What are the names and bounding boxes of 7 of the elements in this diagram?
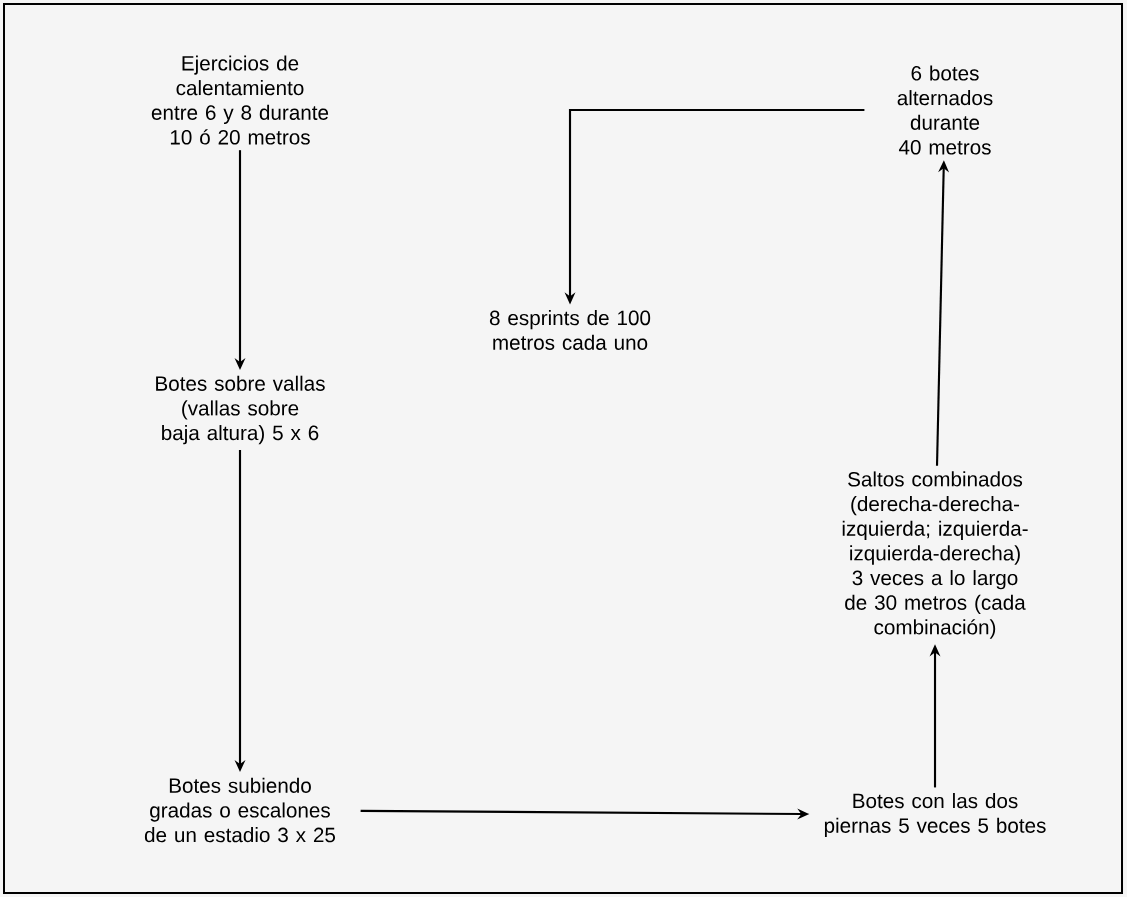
- step-text: 8 esprints de 100 metros cada uno: [489, 310, 651, 350]
- step-text: Botes sobre vallas (vallas sobre baja altura) 5 x 6: [156, 375, 325, 445]
- step-text: Saltos combinados (derecha-derecha-izquierda; izquierda-izquierda-derecha) 3 veces a lo largo de 30 metros (cada combinación): [842, 471, 1028, 639]
- step-text: Botes con las dos piernas 5 veces 5 botes: [824, 793, 1046, 837]
- step-text: Botes subiendo gradas o escalones de un estadio 3 x 25: [144, 777, 336, 843]
- step-text: 6 botes alternados durante 40 metros: [897, 65, 993, 155]
- step-text: Ejercicios de calentamiento entre 6 y 8 durante 10 ó 20 metros: [151, 55, 329, 145]
